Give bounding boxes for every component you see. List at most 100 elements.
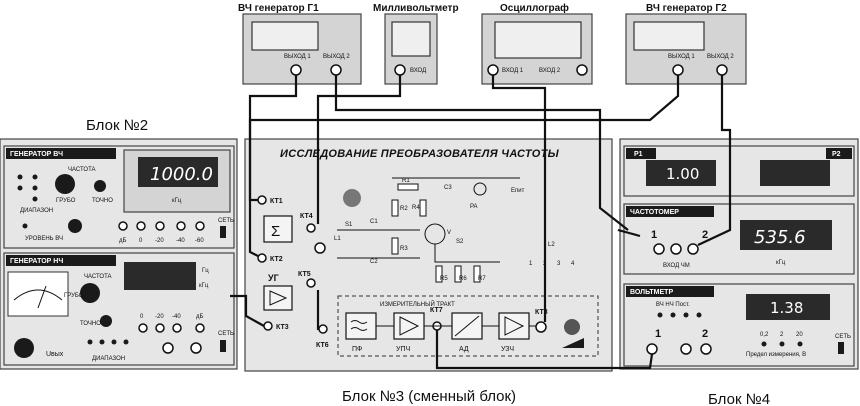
hf-atten-label: -60 xyxy=(195,238,204,244)
supply-label: Eпит xyxy=(511,188,525,194)
millivoltmeter-title: Милливольтметр xyxy=(373,3,459,14)
kt2-jack[interactable] xyxy=(257,253,267,263)
lf-atten-40-button[interactable] xyxy=(172,323,182,333)
lf-power-switch[interactable] xyxy=(220,340,226,352)
instrument-millivoltmeter: Милливольтметр ВХОД xyxy=(373,3,459,85)
lf-meter-needle xyxy=(37,285,47,309)
hf-fine-knob[interactable] xyxy=(94,180,106,192)
gen-g1-title: ВЧ генератор Г1 xyxy=(238,3,319,14)
vm-range-label: 2 xyxy=(780,332,784,338)
hf-title: ГЕНЕРАТОР ВЧ xyxy=(10,151,63,158)
gen-g1-out2-jack[interactable] xyxy=(330,64,342,76)
vm-ground-jack[interactable] xyxy=(700,343,712,355)
hf-output-jack[interactable] xyxy=(118,221,128,231)
fm-display xyxy=(740,220,832,250)
lf-fine-knob[interactable] xyxy=(100,315,112,327)
vm-power-switch[interactable] xyxy=(838,342,844,354)
vm-display-value: 1.38 xyxy=(770,299,803,317)
hf-power-switch[interactable] xyxy=(220,226,226,238)
lf-atten-20-button[interactable] xyxy=(155,323,165,333)
measurement-tract-frame xyxy=(337,295,599,357)
r7-resistor xyxy=(473,265,481,283)
pf-label: ПФ xyxy=(352,346,362,353)
lf-atten-60-button[interactable] xyxy=(195,323,205,333)
ug-label: УГ xyxy=(268,273,279,283)
r4-label: R4 xyxy=(412,205,420,211)
gen-g2-out2-jack[interactable] xyxy=(716,64,728,76)
vm-modes: ВЧ НЧ Пост. xyxy=(656,302,690,308)
instrument-oscilloscope: Осциллограф ВХОД 1 ВХОД 2 xyxy=(481,2,593,85)
fm-in2-label: 2 xyxy=(702,229,708,241)
cable-g2-out2-to-fm-in2 xyxy=(697,75,732,246)
detector-icon xyxy=(454,315,480,337)
hf-atten-20-button[interactable] xyxy=(155,221,165,231)
lf-uout-label: Uвых xyxy=(46,351,64,358)
hf-rough-knob[interactable] xyxy=(55,174,75,194)
cable-g1-to-kt1 xyxy=(248,75,298,202)
hf-range-led xyxy=(32,174,38,180)
mixer-input-jack[interactable] xyxy=(314,242,326,254)
hf-range-led xyxy=(17,174,23,180)
lf-display xyxy=(124,262,196,290)
hf-atten-label: -40 xyxy=(176,238,185,244)
gen-g2-out1-jack[interactable] xyxy=(672,64,684,76)
lf-range-led xyxy=(99,339,105,345)
hf-atten-60-button[interactable] xyxy=(195,221,205,231)
kt4-jack[interactable] xyxy=(306,223,316,233)
block3-frame xyxy=(244,138,613,372)
kt5-jack[interactable] xyxy=(306,278,316,288)
summer-block xyxy=(263,215,293,243)
fm-in2-jack[interactable] xyxy=(687,243,699,255)
lf-ground-jack[interactable] xyxy=(190,342,202,354)
kt3-label: КТ3 xyxy=(276,324,289,331)
if-amplifier xyxy=(393,312,425,340)
r2-label: R2 xyxy=(400,206,408,212)
hf-level-knob[interactable] xyxy=(68,219,82,233)
gen-g2-out2-label: ВЫХОД 2 xyxy=(707,54,734,60)
lf-khz-label: кГц xyxy=(199,283,209,289)
vm-range-led xyxy=(797,341,803,347)
lf-range-led xyxy=(123,339,129,345)
kt1-jack[interactable] xyxy=(257,195,267,205)
vm-range-label: 0,2 xyxy=(760,332,769,338)
oscilloscope-in2-jack[interactable] xyxy=(576,64,588,76)
r1-resistor xyxy=(397,183,419,191)
lf-output-jack[interactable] xyxy=(162,342,174,354)
kt3-jack[interactable] xyxy=(263,321,273,331)
millivoltmeter-input-jack[interactable] xyxy=(394,64,406,76)
r3-resistor xyxy=(391,237,399,255)
lf-uout-knob[interactable] xyxy=(14,338,34,358)
volume-ramp-icon xyxy=(562,338,584,348)
cable-kt7-to-vm-in1 xyxy=(435,330,654,370)
kt6-jack[interactable] xyxy=(318,324,328,334)
oscilloscope-title: Осциллограф xyxy=(500,2,569,14)
oscilloscope-in1-jack[interactable] xyxy=(487,64,499,76)
kt1-label: КТ1 xyxy=(270,198,283,205)
lf-atten-0-button[interactable] xyxy=(138,323,148,333)
p1-display xyxy=(646,160,716,186)
amp-icon xyxy=(504,316,525,336)
hf-atten-40-button[interactable] xyxy=(176,221,186,231)
instrument-gen-g1: ВЧ генератор Г1 ВЫХОД 1 ВЫХОД 2 xyxy=(238,3,362,85)
p2-label: P2 xyxy=(832,151,841,158)
gen-g1-out1-jack[interactable] xyxy=(290,64,302,76)
cable-g2-to-kt2 xyxy=(248,75,680,257)
vm-in1-jack[interactable] xyxy=(646,343,658,355)
r3-label: R3 xyxy=(400,246,408,252)
millivoltmeter-input-label: ВХОД xyxy=(410,68,426,74)
patch-cables xyxy=(230,75,732,370)
vm-in2-jack[interactable] xyxy=(680,343,692,355)
kt8-jack[interactable] xyxy=(535,321,547,333)
fm-in1-jack[interactable] xyxy=(653,243,665,255)
oscilloscope-in1-label: ВХОД 1 xyxy=(502,68,524,74)
fm-select-button[interactable] xyxy=(670,243,682,255)
c2-label: C2 xyxy=(370,259,378,265)
lf-rough-knob[interactable] xyxy=(80,283,100,303)
volume-knob[interactable] xyxy=(564,319,580,335)
cable-fm-in1-stub xyxy=(617,228,641,238)
hf-atten-0-button[interactable] xyxy=(136,221,146,231)
instrument-gen-g2: ВЧ генератор Г2 ВЫХОД 1 ВЫХОД 2 xyxy=(625,3,747,85)
s2-label: S2 xyxy=(456,239,464,245)
hf-level-label: УРОВЕНЬ ВЧ xyxy=(25,236,63,242)
vm-in2-label: 2 xyxy=(702,328,708,340)
